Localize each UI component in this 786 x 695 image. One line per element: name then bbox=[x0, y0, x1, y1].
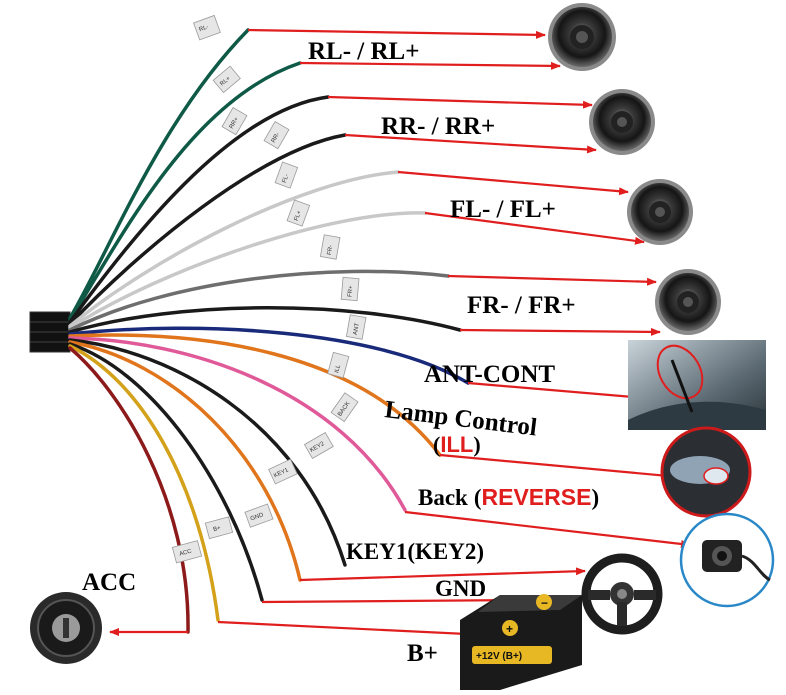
arrow-rr-neg bbox=[344, 133, 597, 154]
headlight-image bbox=[660, 426, 752, 518]
label-gnd: GND bbox=[435, 576, 486, 601]
wire-fr-pos bbox=[68, 306, 462, 334]
wire-rl-pos bbox=[68, 61, 302, 322]
tag-gnd: GND bbox=[250, 512, 265, 522]
tag-ant: ANT bbox=[353, 322, 361, 335]
wire-acc bbox=[68, 346, 190, 634]
wire-bplus bbox=[68, 344, 220, 622]
tag-fl-neg: FL- bbox=[282, 173, 291, 184]
battery-terminal-label: +12V (B+) bbox=[476, 651, 522, 662]
speaker-icon bbox=[627, 179, 693, 245]
wire-rr-pos bbox=[68, 95, 330, 324]
wire-ant bbox=[68, 326, 470, 385]
label-rr: RR- / RR+ bbox=[381, 113, 495, 140]
wire-rr-neg bbox=[68, 133, 347, 326]
wire-key1 bbox=[68, 340, 302, 582]
steering-wheel-image bbox=[581, 553, 663, 635]
arrow-rl-neg bbox=[247, 28, 546, 39]
wire-fl-pos bbox=[68, 211, 427, 330]
speaker-icon bbox=[548, 3, 616, 71]
arrow-fl-neg bbox=[397, 170, 629, 196]
label-key: KEY1(KEY2) bbox=[346, 539, 484, 564]
wire-fl-neg bbox=[68, 170, 400, 328]
tag-acc: ACC bbox=[179, 548, 193, 557]
label-ill: (ILL) bbox=[433, 432, 481, 457]
ignition-lock-image bbox=[30, 592, 102, 664]
label-acc: ACC bbox=[82, 569, 136, 596]
speaker-icon bbox=[589, 89, 655, 155]
tag-rr-neg: RR- bbox=[271, 132, 282, 144]
arrow-key bbox=[299, 567, 586, 582]
label-fl: FL- / FL+ bbox=[450, 196, 556, 223]
tag-fr-neg: FR- bbox=[327, 245, 335, 256]
label-fr: FR- / FR+ bbox=[467, 292, 576, 319]
tag-bplus: B+ bbox=[213, 525, 222, 533]
arrow-fl-pos bbox=[424, 211, 645, 245]
arrow-fr-pos bbox=[459, 327, 661, 336]
arrow-bplus bbox=[217, 620, 509, 640]
wire-fr-neg bbox=[68, 269, 450, 332]
reverse-camera-image bbox=[679, 512, 775, 608]
wire-rl-neg bbox=[68, 28, 250, 320]
tag-fr-pos: FR+ bbox=[347, 285, 354, 297]
wire-gnd bbox=[68, 342, 264, 602]
label-bplus: B+ bbox=[407, 640, 438, 667]
battery-minus-symbol: − bbox=[541, 596, 548, 610]
tag-rr-pos: RR+ bbox=[229, 116, 241, 130]
wire-back bbox=[68, 336, 407, 512]
speaker-icon bbox=[655, 269, 721, 335]
label-rl: RL- / RL+ bbox=[308, 38, 419, 65]
battery-plus-symbol: + bbox=[506, 622, 513, 636]
wire-ill bbox=[68, 333, 442, 457]
label-ant: ANT-CONT bbox=[424, 361, 555, 388]
tag-ill: ILL bbox=[334, 364, 342, 374]
arrow-rr-pos bbox=[327, 95, 593, 109]
tag-rl-neg: RL- bbox=[198, 24, 209, 33]
arrow-back bbox=[404, 510, 691, 548]
arrow-gnd bbox=[261, 596, 529, 605]
arrow-ill bbox=[439, 453, 691, 482]
wire-key2 bbox=[68, 338, 347, 567]
arrow-fr-neg bbox=[447, 274, 657, 286]
battery-image: − + +12V (B+) bbox=[460, 594, 582, 690]
car-antenna-image bbox=[628, 340, 766, 430]
label-back: Back(REVERSE) bbox=[418, 484, 599, 510]
arrow-rl-pos bbox=[299, 61, 561, 70]
tag-fl-pos: FL+ bbox=[294, 210, 303, 222]
